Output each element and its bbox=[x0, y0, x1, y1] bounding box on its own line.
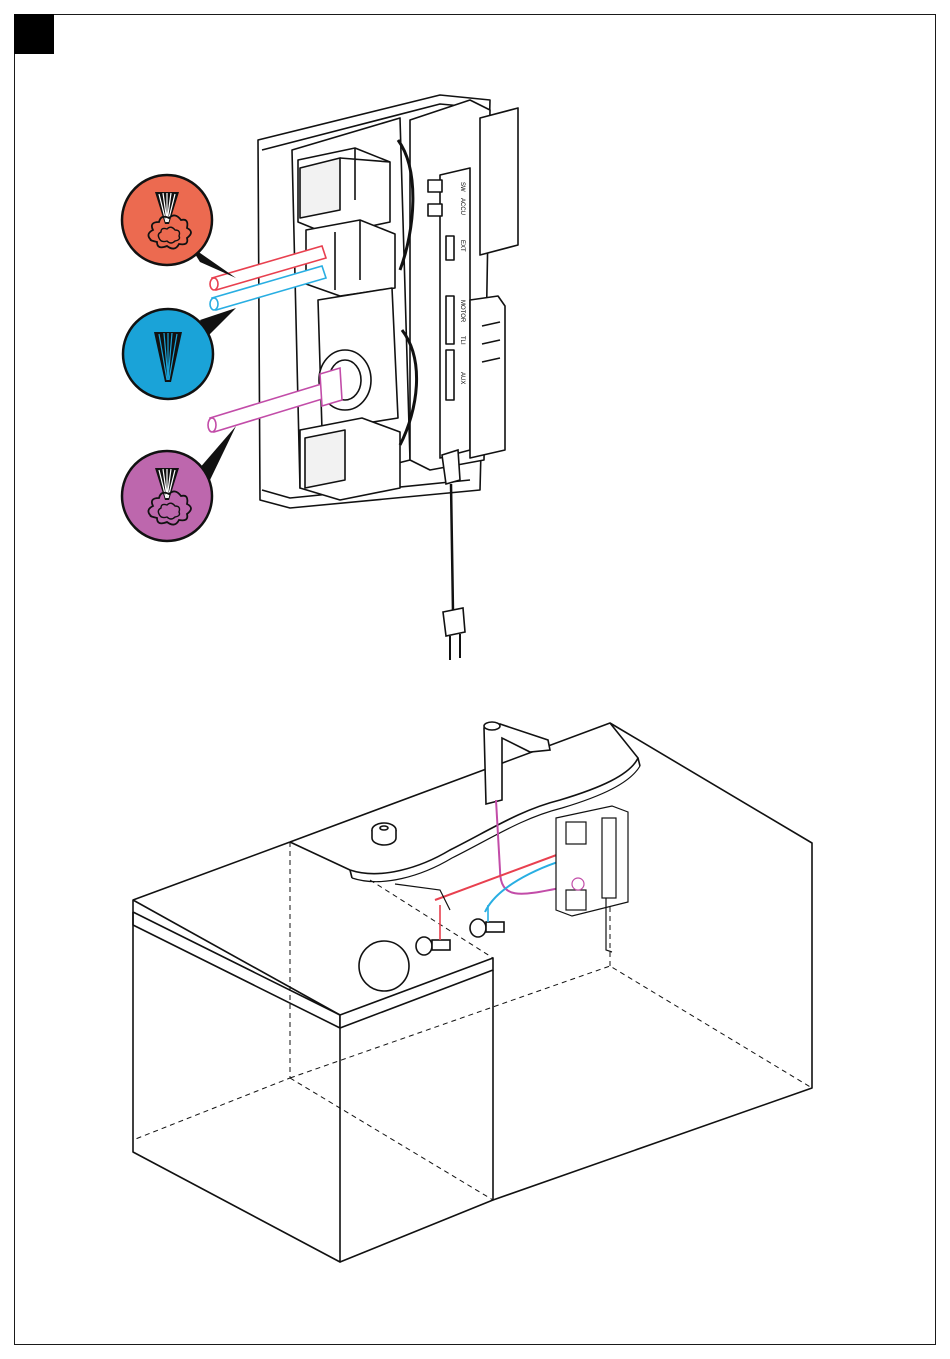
sink-drain bbox=[372, 823, 396, 845]
hidden-lines bbox=[133, 842, 812, 1200]
faucet-icon bbox=[484, 722, 550, 804]
mixing-unit bbox=[258, 95, 518, 508]
mixed-water-icon bbox=[122, 426, 236, 541]
installed-unit bbox=[556, 806, 628, 952]
label-tli: TLI bbox=[459, 336, 465, 345]
cold-water-icon bbox=[123, 308, 236, 399]
hot-water-icon bbox=[122, 175, 236, 278]
label-ext: EXT bbox=[459, 240, 465, 252]
angle-valves bbox=[359, 905, 504, 991]
cabinet-scene bbox=[133, 723, 812, 1262]
label-sw: SW bbox=[459, 182, 465, 192]
faucet-hose bbox=[395, 800, 578, 912]
label-accu: ACCU bbox=[459, 198, 465, 215]
power-plug-icon bbox=[450, 634, 460, 660]
label-aux: AUX bbox=[459, 372, 465, 384]
label-motor: MOTOR bbox=[459, 300, 465, 323]
